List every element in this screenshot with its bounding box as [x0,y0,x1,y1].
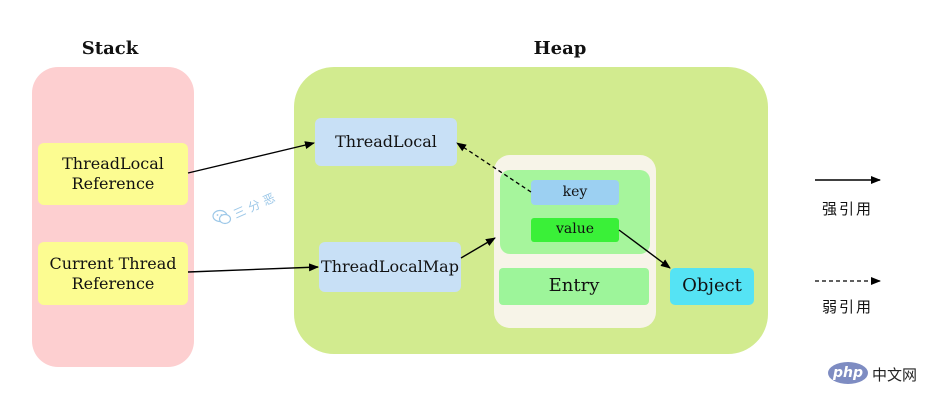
stack-title: Stack [81,38,139,59]
legend-strong-label: 强引用 [822,200,874,218]
key-box: key [531,180,619,205]
stack-panel [32,67,194,367]
wechat-icon [212,209,232,225]
arrow-value-to-object [618,229,671,269]
threadlocal-reference-box: ThreadLocal Reference [38,143,188,205]
legend-weak-label: 弱引用 [822,298,874,316]
threadlocal-box: ThreadLocal [315,118,457,166]
value-box: value [531,218,619,242]
object-box: Object [670,268,754,305]
arrow-threadlocalmap-to-entry [460,237,496,259]
current-thread-reference-box: Current Thread Reference [38,242,188,305]
php-logo: php [828,362,868,384]
watermark: 三分恶 [212,189,302,230]
heap-title: Heap [533,38,587,59]
php-site-text: 中文网 [872,366,918,384]
threadlocalmap-box: ThreadLocalMap [319,242,461,292]
entry-box: Entry [499,268,649,305]
arrow-threadlocal-ref-to-threadlocal [187,141,315,174]
weak-arrow-key-to-threadlocal [456,142,532,193]
arrow-current-thread-to-threadlocalmap [187,263,319,273]
